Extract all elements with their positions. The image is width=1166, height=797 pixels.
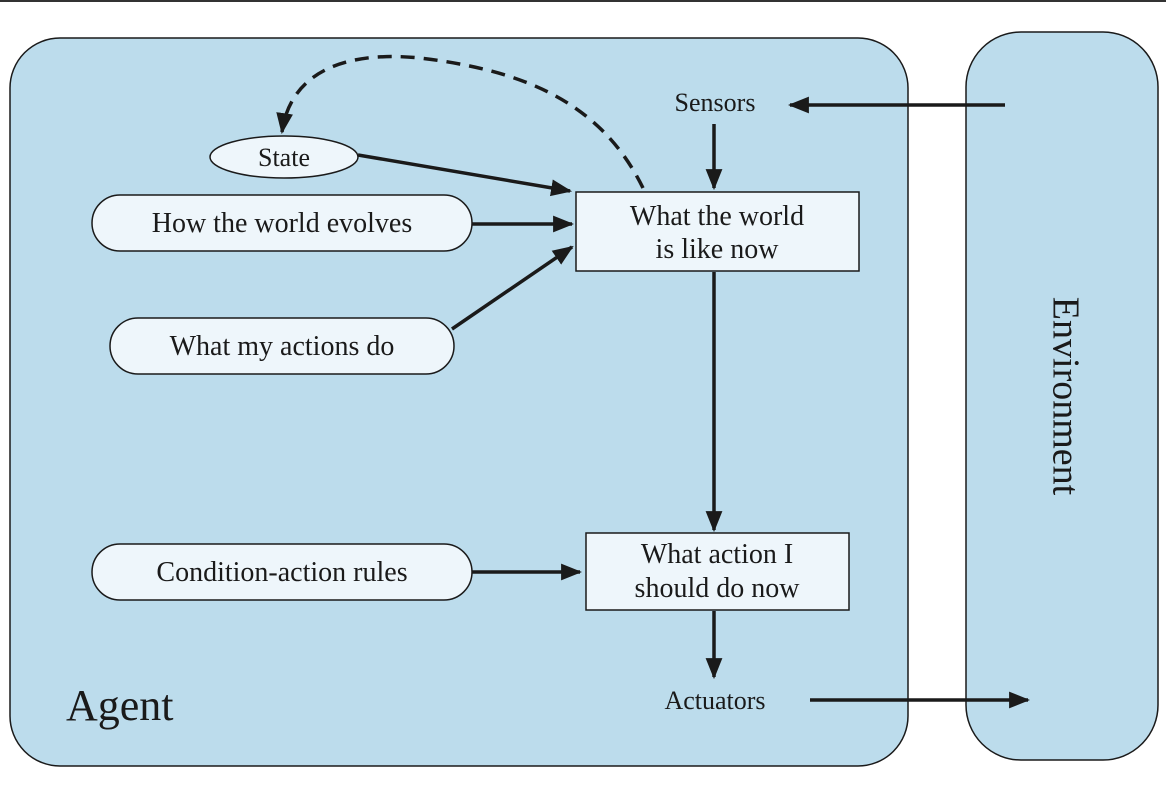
condition-rules-label: Condition-action rules <box>156 557 407 588</box>
world-evolves-label: How the world evolves <box>152 208 413 239</box>
my-actions-label: What my actions do <box>170 331 395 362</box>
world-now-box <box>575 191 860 272</box>
agent-label: Agent <box>66 681 174 730</box>
agent-region <box>9 37 909 767</box>
top-rule <box>0 0 1166 2</box>
my-actions-node <box>109 317 455 375</box>
world-now-line1: What the world <box>630 201 804 232</box>
state-node <box>209 135 359 179</box>
environment-region <box>965 31 1159 761</box>
world-now-line2: is like now <box>656 234 780 265</box>
state-feedback-dashed-arrow <box>276 54 645 189</box>
state-label: State <box>258 143 310 172</box>
sensors-label: Sensors <box>675 88 756 117</box>
action-now-line1: What action I <box>641 539 793 570</box>
actions-to-world-arrow <box>451 245 574 331</box>
actuators-label: Actuators <box>664 686 765 715</box>
action-now-line2: should do now <box>635 573 801 604</box>
environment-label: Environment <box>1044 297 1086 496</box>
action-now-box <box>585 532 850 611</box>
state-to-world-arrow <box>357 153 573 197</box>
